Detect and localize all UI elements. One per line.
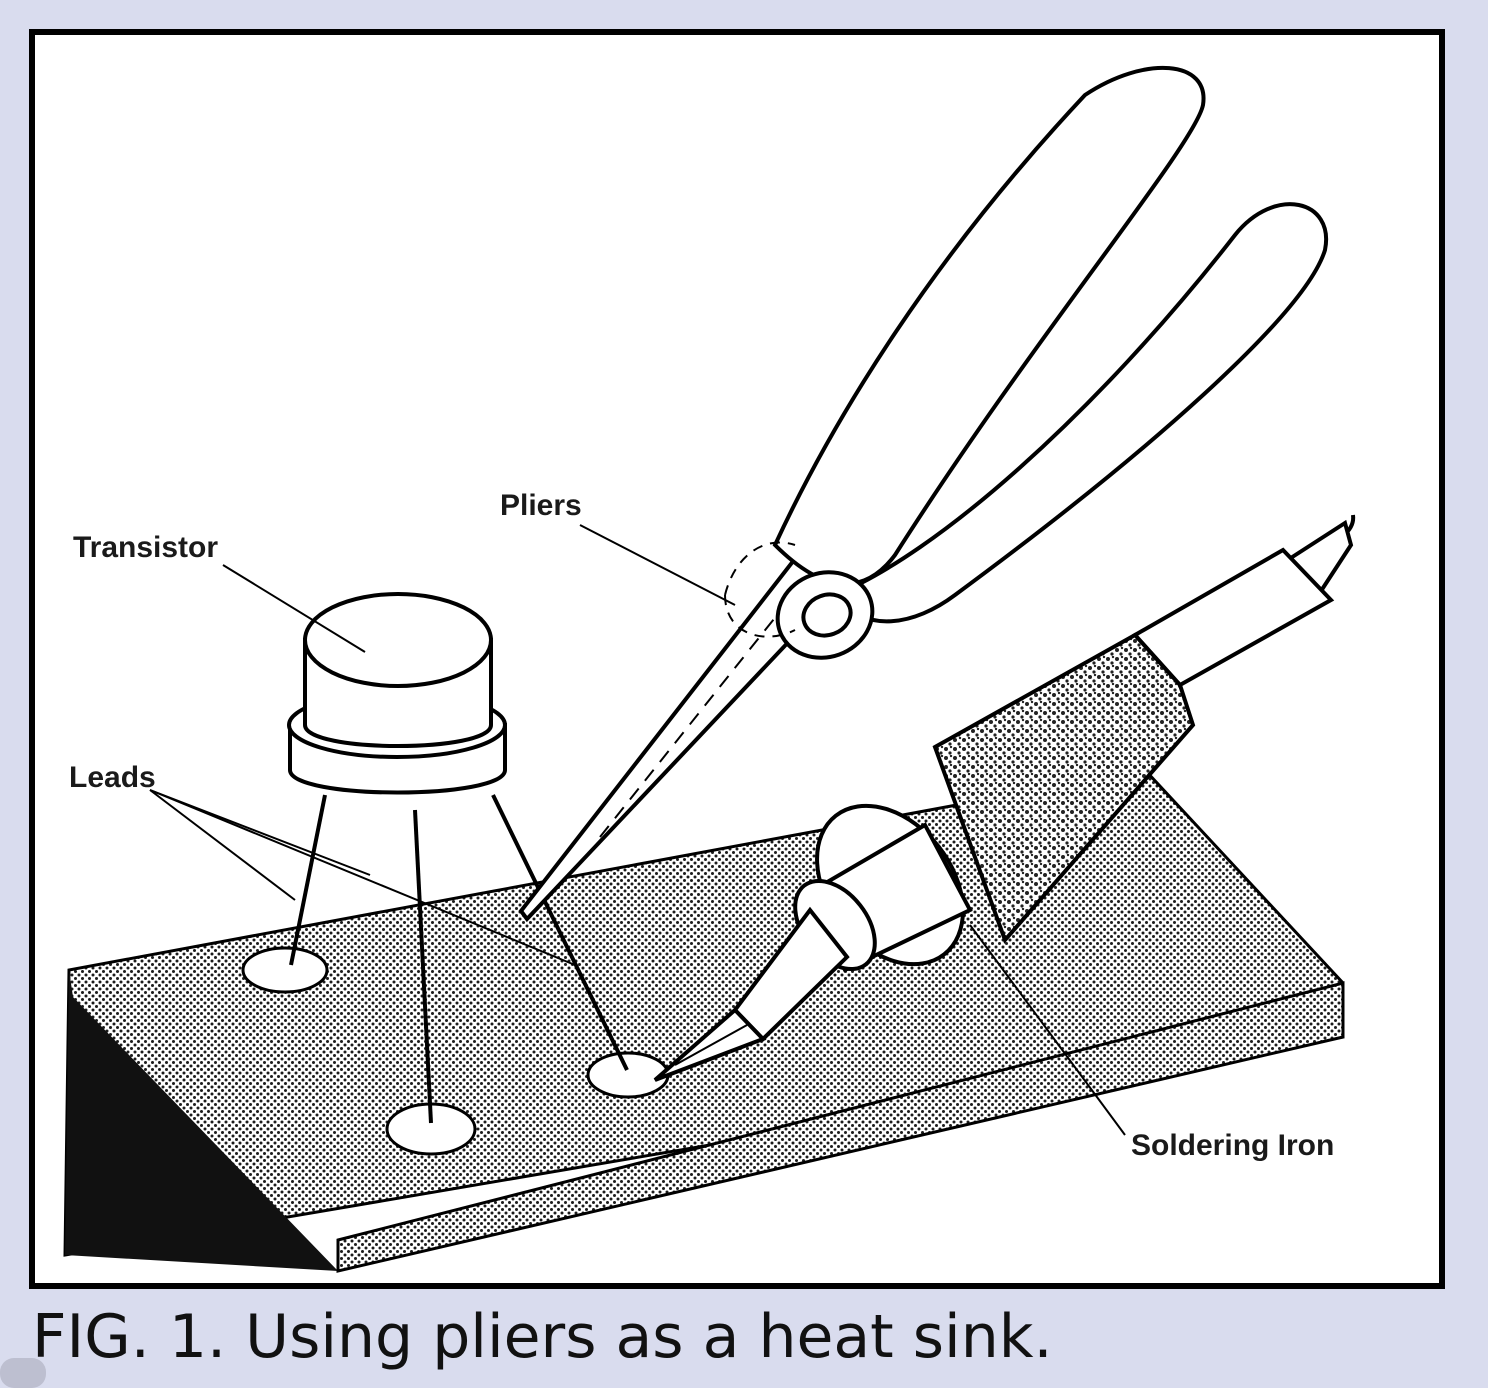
label-leads: Leads: [69, 761, 156, 794]
corner-badge: [0, 1358, 46, 1388]
label-transistor: Transistor: [73, 531, 218, 564]
leader-lines: [149, 524, 1126, 1136]
transistor-leads: [289, 794, 629, 1124]
circuit-board: [63, 768, 1345, 1273]
label-pliers: Pliers: [500, 489, 582, 522]
pliers: [518, 65, 1329, 923]
figure-frame: Transistor Pliers Leads Soldering Iron: [29, 29, 1445, 1289]
label-soldering-iron: Soldering Iron: [1131, 1129, 1334, 1162]
illustration: Transistor Pliers Leads Soldering Iron: [63, 65, 1356, 1273]
figure-caption: FIG. 1. Using pliers as a heat sink.: [32, 1302, 1053, 1372]
transistor: [287, 592, 507, 795]
soldering-iron: [653, 514, 1356, 1082]
